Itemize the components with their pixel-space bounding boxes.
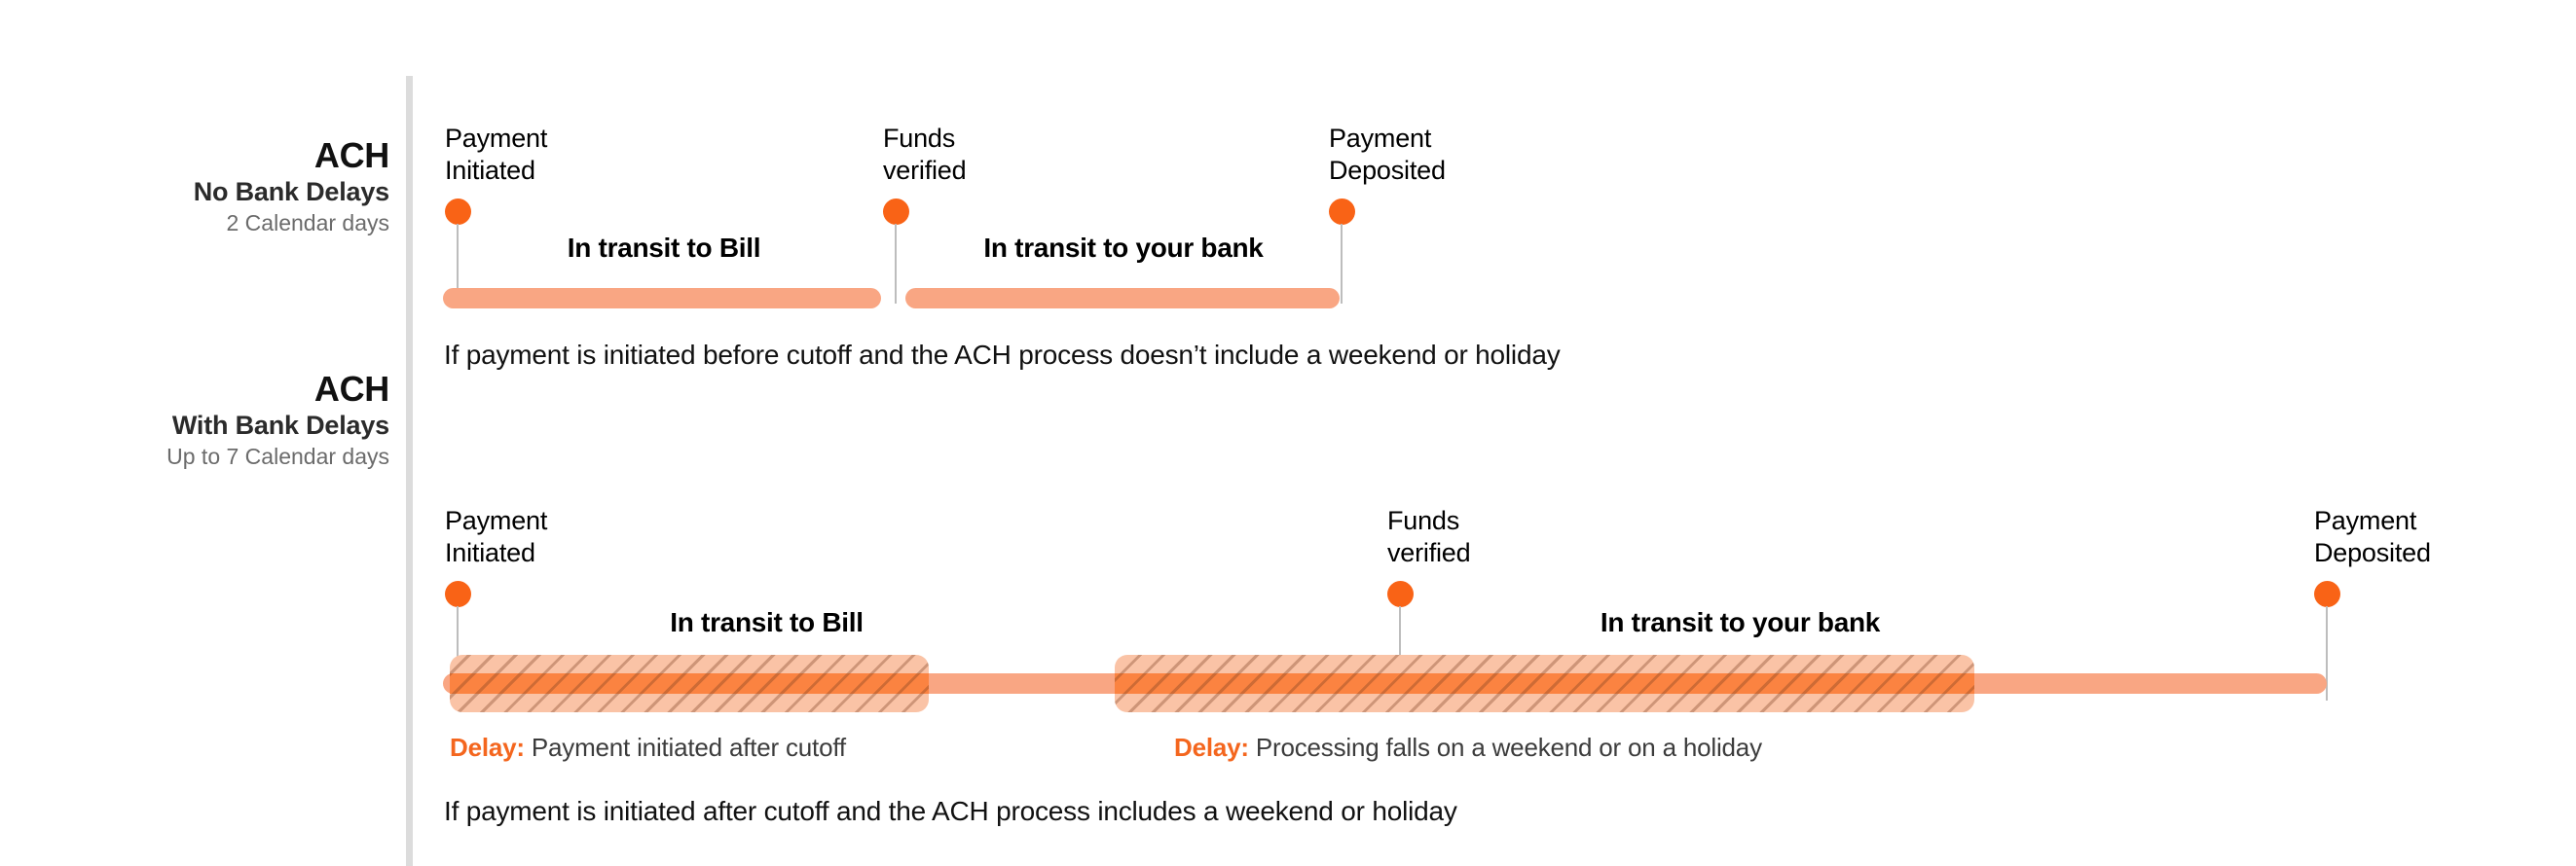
row-duration: Up to 7 Calendar days xyxy=(166,444,389,469)
row-label-ach-no-bank-delays: ACH No Bank Delays 2 Calendar days xyxy=(39,135,390,237)
milestone-label: Payment Initiated xyxy=(445,506,548,567)
delay-block-weekend-holiday xyxy=(1115,655,1974,712)
milestone-stem xyxy=(1399,606,1401,684)
milestone-stem xyxy=(457,606,459,684)
footnote-ach-no-bank-delays: If payment is initiated before cutoff an… xyxy=(444,340,1561,370)
segment-label-in-transit-to-bill: In transit to Bill xyxy=(567,233,761,263)
delay-caption-key: Delay: xyxy=(1174,733,1249,762)
row-subtitle: No Bank Delays xyxy=(193,177,389,206)
vertical-divider xyxy=(406,76,413,866)
milestone-stem xyxy=(1341,224,1343,304)
milestone-label: Funds verified xyxy=(1387,506,1471,567)
delay-inner-band xyxy=(450,673,929,694)
milestone-dot-icon xyxy=(445,198,471,225)
milestone-stem xyxy=(2326,606,2328,701)
delay-caption-weekend-holiday: Delay: Processing falls on a weekend or … xyxy=(1174,733,1762,762)
row-subtitle: With Bank Delays xyxy=(171,411,389,440)
footnote-ach-with-bank-delays: If payment is initiated after cutoff and… xyxy=(444,796,1457,826)
segment-label-in-transit-to-bill: In transit to Bill xyxy=(670,607,864,637)
delay-caption-value: Payment initiated after cutoff xyxy=(531,733,846,762)
row-label-ach-with-bank-delays: ACH With Bank Delays Up to 7 Calendar da… xyxy=(39,370,389,471)
row-title: ACH xyxy=(313,135,389,175)
segment-label-in-transit-to-your-bank: In transit to your bank xyxy=(983,233,1264,263)
delay-caption-value: Processing falls on a weekend or on a ho… xyxy=(1255,733,1762,762)
milestone-label: Funds verified xyxy=(883,124,967,185)
milestone-dot-icon xyxy=(883,198,909,225)
milestone-dot-icon xyxy=(1329,198,1355,225)
segment-label-in-transit-to-your-bank: In transit to your bank xyxy=(1600,607,1881,637)
milestone-label: Payment Deposited xyxy=(2314,506,2431,567)
delay-hatch-pattern xyxy=(450,655,929,712)
milestone-dot-icon xyxy=(2314,581,2340,607)
milestone-label: Payment Deposited xyxy=(1329,124,1446,185)
milestone-stem xyxy=(895,224,897,304)
delay-hatch-pattern xyxy=(1115,655,1974,712)
row-title: ACH xyxy=(313,369,389,409)
milestone-stem xyxy=(457,224,459,304)
milestone-dot-icon xyxy=(445,581,471,607)
delay-caption-key: Delay: xyxy=(450,733,525,762)
bar-segment-in-transit-to-bill xyxy=(443,288,881,308)
milestone-dot-icon xyxy=(1387,581,1414,607)
milestone-label: Payment Initiated xyxy=(445,124,548,185)
row-duration: 2 Calendar days xyxy=(226,210,390,235)
delay-caption-after-cutoff: Delay: Payment initiated after cutoff xyxy=(450,733,846,762)
bar-segment-in-transit-to-your-bank xyxy=(905,288,1340,308)
delay-block-after-cutoff xyxy=(450,655,929,712)
delay-inner-band xyxy=(1115,673,1974,694)
